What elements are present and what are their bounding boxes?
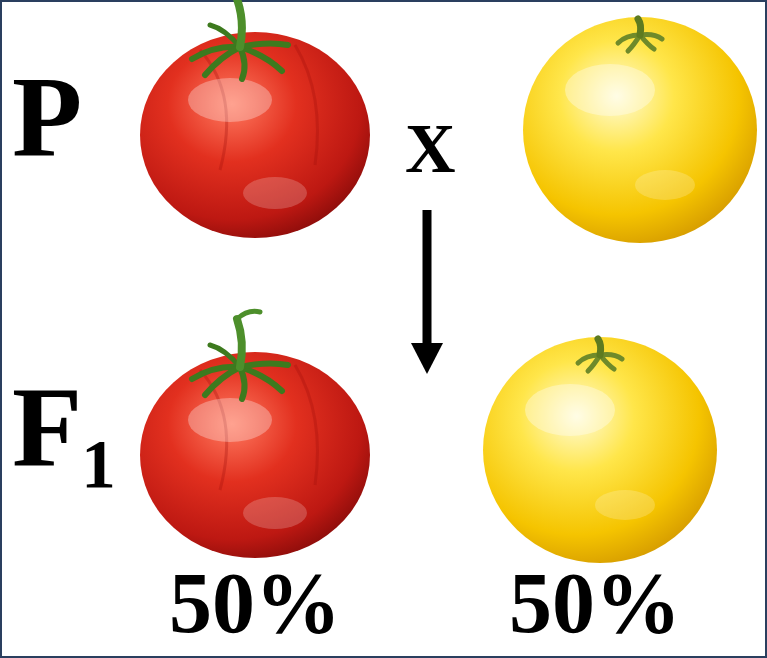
cross-symbol: X bbox=[405, 114, 456, 184]
cross-arrow bbox=[411, 210, 443, 374]
yellow-tomato bbox=[523, 17, 757, 243]
red-tomato bbox=[140, 311, 370, 558]
generation-label: P bbox=[12, 59, 82, 174]
generation-label: F₁ bbox=[12, 369, 117, 484]
red-tomato bbox=[140, 0, 370, 238]
ratio-label: 50% bbox=[509, 560, 681, 646]
ratio-label: 50% bbox=[169, 560, 341, 646]
yellow-tomato bbox=[483, 337, 717, 563]
